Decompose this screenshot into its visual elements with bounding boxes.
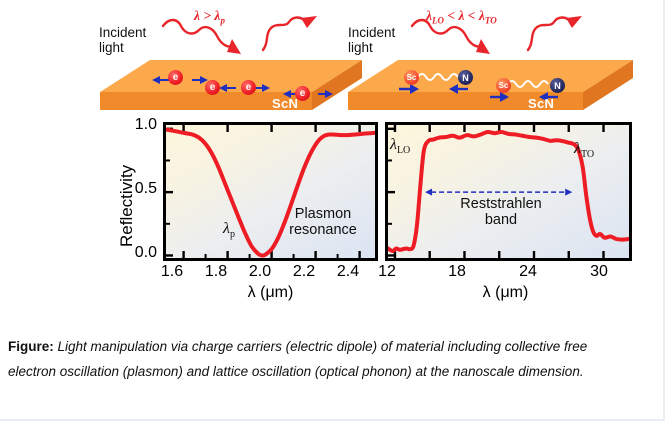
scandium-atom: Sc xyxy=(496,78,511,93)
caption-text: Light manipulation via charge carriers (… xyxy=(8,339,588,379)
nitrogen-atom: N xyxy=(458,70,473,85)
lambda-p-marker: λp xyxy=(223,220,235,240)
x-tick-label: 2.4 xyxy=(336,263,360,280)
incident-light-line2: light xyxy=(99,39,124,55)
incident-light-label-right: Incident light xyxy=(348,25,396,55)
condition-middle: < λ < λ xyxy=(444,8,485,23)
plasmon-resonance-label: Plasmon resonance xyxy=(273,206,373,238)
condition-text: λ > λ xyxy=(194,8,221,23)
incident-light-line2: light xyxy=(348,39,373,55)
lambda-subscript: p xyxy=(229,229,235,241)
caption-prefix: Figure: xyxy=(8,339,54,354)
plasmon-diagram: Incident light λ > λp xyxy=(95,0,370,122)
wavelength-condition-right: λLO < λ < λTO xyxy=(426,8,497,26)
lambda-subscript: TO xyxy=(580,149,595,161)
y-tick-label: 0.0 xyxy=(134,244,157,261)
incident-light-label-left: Incident light xyxy=(99,25,147,55)
x-tick-label: 2.2 xyxy=(292,263,316,280)
condition-text: λ xyxy=(426,8,432,23)
material-label-right: ScN xyxy=(528,96,555,111)
lambda-subscript: LO xyxy=(396,145,411,157)
electron-particle: e xyxy=(295,86,310,101)
lambda-lo-marker: λLO xyxy=(390,136,410,156)
figure-graphic: Incident light λ > λp xyxy=(95,0,638,301)
electron-particle: e xyxy=(241,80,256,95)
annotation-line2: band xyxy=(484,212,518,228)
x-tick-label: 12 xyxy=(378,263,396,280)
plot-frame-right xyxy=(385,122,632,261)
phonon-springs-right xyxy=(399,73,558,102)
electron-particle: e xyxy=(205,80,220,95)
y-axis-title: Reflectivity xyxy=(117,164,136,247)
incident-light-line1: Incident xyxy=(99,25,147,40)
lambda-symbol: λ xyxy=(223,220,230,237)
x-tick-label: 2.0 xyxy=(248,263,272,280)
lambda-to-marker: λTO xyxy=(574,140,594,160)
condition-subscript-lo: LO xyxy=(432,15,444,26)
y-tick-label: 0.5 xyxy=(134,180,157,197)
y-tick-label: 1.0 xyxy=(134,116,157,133)
annotation-line1: Reststrahlen xyxy=(460,196,542,212)
material-label-left: ScN xyxy=(272,96,299,111)
light-rays-left xyxy=(161,16,317,54)
plot-frame-left xyxy=(163,122,378,261)
lambda-symbol: λ xyxy=(574,140,581,157)
annotation-line2: resonance xyxy=(289,222,357,238)
light-rays-right xyxy=(410,16,582,54)
x-axis-title: λ (μm) xyxy=(482,284,529,301)
condition-subscript: p xyxy=(220,15,225,26)
lambda-symbol: λ xyxy=(390,136,397,153)
condition-subscript-to: TO xyxy=(484,15,497,26)
plot-canvas-left xyxy=(166,125,375,258)
x-tick-label: 18 xyxy=(448,263,466,280)
scandium-atom: Sc xyxy=(404,70,419,85)
nitrogen-atom: N xyxy=(550,78,565,93)
plot-canvas-right xyxy=(388,125,629,258)
x-tick-label: 1.6 xyxy=(160,263,184,280)
phonon-diagram: Incident light λLO < λ < λTO xyxy=(338,0,638,122)
reststrahlen-band-label: Reststrahlen band xyxy=(441,196,561,228)
electron-particle: e xyxy=(168,70,183,85)
figure-caption: Figure: Light manipulation via charge ca… xyxy=(0,308,665,421)
annotation-line1: Plasmon xyxy=(294,206,352,222)
x-axis-title: λ (μm) xyxy=(247,284,294,301)
x-tick-label: 30 xyxy=(590,263,608,280)
incident-light-line1: Incident xyxy=(348,25,396,40)
electron-arrows-left xyxy=(152,76,333,98)
x-tick-label: 1.8 xyxy=(204,263,228,280)
scn-slab-left xyxy=(100,60,362,110)
wavelength-condition-left: λ > λp xyxy=(194,8,225,26)
x-tick-label: 24 xyxy=(519,263,537,280)
